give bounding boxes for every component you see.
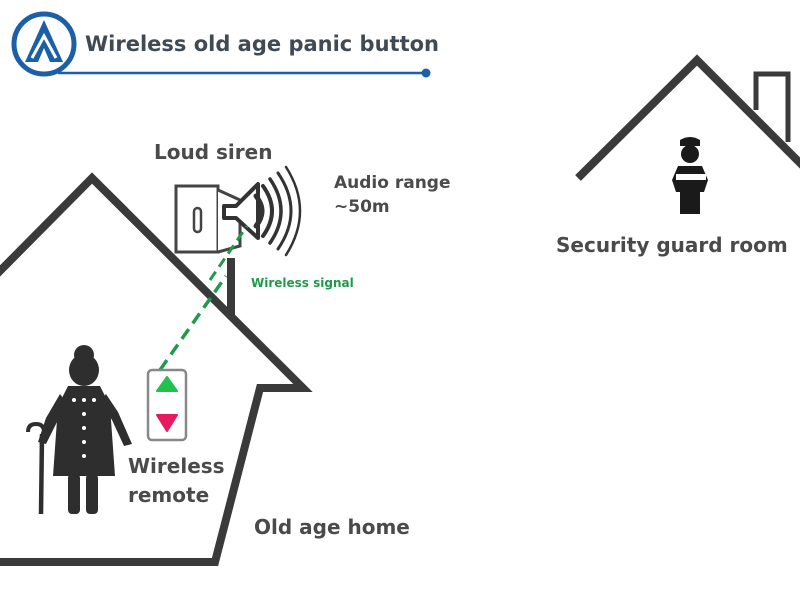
audio-range-label: Audio range — [334, 173, 451, 193]
remote-up-button — [156, 376, 178, 392]
wireless-signal-path — [158, 225, 249, 372]
elderly-person-icon — [26, 345, 132, 515]
page-title: Wireless old age panic button — [85, 32, 439, 56]
triangle-logo-icon — [11, 11, 77, 77]
megaphone-icon — [222, 165, 302, 257]
old-age-home-label: Old age home — [254, 515, 410, 539]
security-guard-icon — [672, 137, 708, 214]
wireless-signal-label: Wireless signal — [251, 276, 354, 290]
title-underline-dot — [421, 68, 431, 78]
security-guard-room-house — [575, 54, 800, 181]
remote-down-button — [156, 414, 178, 432]
header: Wireless old age panic button — [11, 11, 439, 78]
wireless-remote-label-line2: remote — [128, 483, 209, 507]
loud-siren-label: Loud siren — [154, 140, 272, 164]
panic-remote-icon — [146, 368, 188, 442]
security-guard-room-label: Security guard room — [556, 233, 788, 257]
old-age-home-house — [0, 172, 313, 566]
audio-range-value: ~50m — [334, 197, 390, 217]
wireless-remote-label: Wireless — [128, 454, 225, 478]
